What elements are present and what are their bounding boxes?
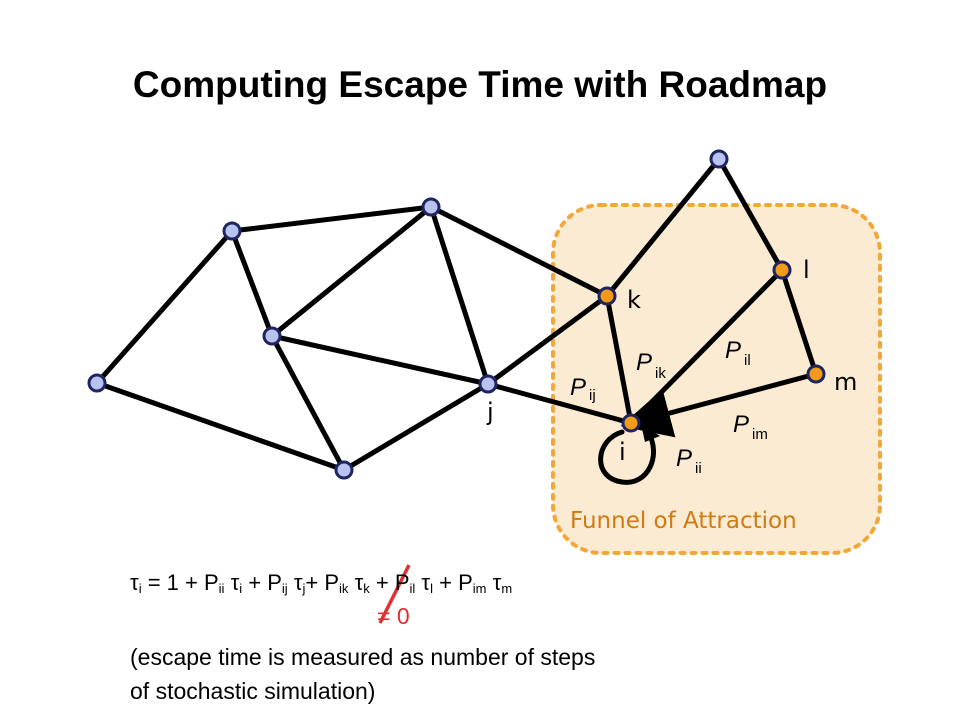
roadmap-nodes (87, 149, 826, 480)
edge (620, 371, 819, 438)
escape-time-equation: τi = 1 + Pii τi + Pij τj+ Pik τk + Pil τ… (130, 570, 513, 596)
node-label-i: i (619, 438, 626, 466)
edge (716, 156, 785, 273)
self-loop-arrowhead (641, 424, 660, 442)
edge (269, 333, 347, 473)
funnel-region (551, 203, 882, 555)
zero-annotation: = 0 (377, 603, 410, 629)
node (222, 221, 242, 241)
strike-mark (378, 564, 411, 624)
edge (485, 293, 610, 387)
node-label-k: k (627, 286, 641, 314)
edge (485, 381, 634, 426)
node-l (772, 260, 792, 280)
node-j (478, 374, 498, 394)
edge (229, 204, 434, 234)
node (334, 460, 354, 480)
node-label-m: m (834, 368, 857, 396)
node-k (597, 286, 617, 306)
node (262, 326, 282, 346)
node-m (806, 364, 826, 384)
node (421, 197, 441, 217)
node (87, 373, 107, 393)
self-loop-edge (598, 429, 656, 485)
edge (94, 228, 235, 386)
edge (779, 267, 819, 377)
footnote: (escape time is measured as number of st… (130, 640, 595, 708)
node-i (621, 413, 641, 433)
edge (604, 156, 722, 299)
footnote-line-1: (escape time is measured as number of st… (130, 644, 596, 670)
slide-title: Computing Escape Time with Roadmap (132, 64, 828, 105)
edge (269, 333, 491, 387)
node-label-j: j (486, 398, 494, 426)
funnel-label: Funnel of Attraction (570, 508, 797, 534)
edge (269, 204, 434, 339)
edge (341, 381, 491, 473)
footnote-line-2: of stochastic simulation) (130, 678, 376, 704)
node (709, 149, 729, 169)
edge (94, 380, 347, 473)
edge (428, 204, 491, 387)
edge (428, 204, 610, 299)
node-label-l: l (803, 256, 810, 284)
edge (229, 228, 275, 339)
roadmap-edges (94, 156, 819, 473)
